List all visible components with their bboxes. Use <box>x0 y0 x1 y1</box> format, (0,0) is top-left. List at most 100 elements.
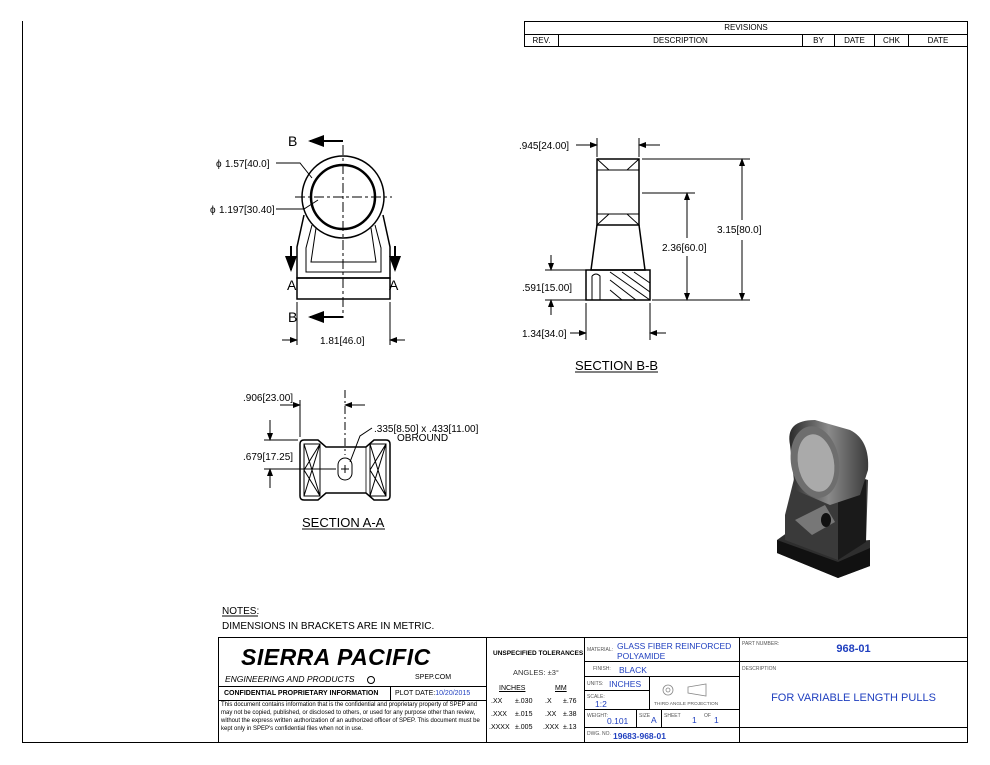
front-view <box>276 135 405 345</box>
tol-row-1-in-val: ±.030 <box>515 698 533 705</box>
dim-bb-top: .945[24.00] <box>519 141 569 152</box>
units-label: UNITS: <box>587 681 604 687</box>
size-value: A <box>651 715 657 725</box>
of-label: OF <box>704 713 711 719</box>
material-line-1: GLASS FIBER REINFORCED <box>617 641 732 651</box>
front-section-a-right: A <box>389 277 399 293</box>
part-number-value: 968-01 <box>836 643 871 655</box>
size-cell: SIZE A <box>637 710 662 728</box>
diameter-symbol-inner: ϕ <box>210 205 216 216</box>
description-label: DESCRIPTION <box>742 666 777 672</box>
tolerances-title: UNSPECIFIED TOLERANCES <box>493 650 584 657</box>
weight-label: WEIGHT: <box>587 713 608 719</box>
plot-date-value: 10/20/2015 <box>435 690 471 697</box>
tol-row-2-in-key: .XXX <box>491 711 507 718</box>
plot-date-label: PLOT DATE: <box>395 690 436 697</box>
rev-col-by: BY <box>803 34 835 47</box>
scale-label: SCALE: <box>587 694 605 700</box>
dim-bb-base: .591[15.00] <box>522 283 572 294</box>
front-section-b-bottom: B <box>288 309 297 325</box>
sheet-value: 1 <box>692 715 697 725</box>
section-bb-view <box>545 138 750 340</box>
notes-title: NOTES: <box>222 606 260 617</box>
company-cell: SIERRA PACIFIC ENGINEERING AND PRODUCTS … <box>219 638 487 686</box>
rev-col-date: DATE <box>835 34 875 47</box>
tol-row-3-mm-key: .XXX <box>543 724 559 731</box>
projection-label: THIRD ANGLE PROJECTION <box>654 702 719 707</box>
weight-value: 0.101 <box>607 716 629 726</box>
company-website: SPEP.COM <box>415 674 452 681</box>
dim-front-width: 1.81[46.0] <box>320 336 365 347</box>
material-cell: MATERIAL: GLASS FIBER REINFORCED POLYAMI… <box>585 638 740 662</box>
dim-bb-total: 3.15[80.0] <box>717 225 762 236</box>
finish-value: BLACK <box>619 665 647 675</box>
dim-aa-slot-label: OBROUND <box>397 433 448 444</box>
front-section-a-left: A <box>287 277 297 293</box>
tol-row-2-in-val: ±.015 <box>515 711 533 718</box>
revisions-title: REVISIONS <box>525 22 967 35</box>
tol-row-3-in-val: ±.005 <box>515 724 533 731</box>
tol-row-1-in-key: .XX <box>491 698 503 705</box>
scale-value: 1:2 <box>595 699 607 709</box>
tol-row-2-mm-key: .XX <box>545 711 557 718</box>
rev-col-chk: CHK <box>875 34 909 47</box>
dim-inner-diameter: 1.197[30.40] <box>219 205 275 216</box>
tolerance-mm-label: MM <box>555 685 567 692</box>
confidential-text: This document contains information that … <box>221 702 480 732</box>
revisions-block: REVISIONS REV. DESCRIPTION BY DATE CHK D… <box>524 21 968 47</box>
diameter-symbol-outer: ϕ <box>216 159 222 170</box>
part-number-cell: PART NUMBER: 968-01 <box>740 638 967 662</box>
plot-date-cell: PLOT DATE:10/20/2015 <box>391 686 487 700</box>
rev-col-rev: REV. <box>525 34 559 47</box>
description-value: FOR VARIABLE LENGTH PULLS <box>771 692 936 704</box>
units-value: INCHES <box>609 679 642 689</box>
scale-cell: SCALE: 1:2 <box>585 691 650 710</box>
tol-row-2-mm-val: ±.38 <box>563 711 577 718</box>
tol-row-1-mm-val: ±.76 <box>563 698 577 705</box>
dim-aa-slot: .335[8.50] x .433[11.00] <box>374 424 479 435</box>
finish-label: FINISH: <box>593 666 611 672</box>
tolerance-angles: ANGLES: ±3° <box>513 668 559 677</box>
tolerance-inches-label: INCHES <box>499 685 526 692</box>
registered-mark <box>367 676 375 684</box>
notes-line-1: DIMENSIONS IN BRACKETS ARE IN METRIC. <box>222 621 435 632</box>
finish-cell: FINISH: BLACK <box>585 662 740 677</box>
material-label: MATERIAL: <box>587 647 614 653</box>
confidential-frame <box>219 700 487 743</box>
section-bb-title: SECTION B-B <box>575 358 658 373</box>
dim-bb-mid: 2.36[60.0] <box>662 243 707 254</box>
dwg-number: 19683-968-01 <box>613 731 666 741</box>
dwg-label: DWG. NO. <box>587 731 611 737</box>
dim-bb-bottom: 1.34[34.0] <box>522 329 567 340</box>
part-number-label: PART NUMBER: <box>742 641 780 647</box>
of-value: 1 <box>714 715 719 725</box>
tol-row-1-mm-key: .X <box>545 698 552 705</box>
units-cell: UNITS: INCHES <box>585 677 650 691</box>
projection-symbol-icon <box>662 683 707 697</box>
dwg-cell: DWG. NO. 19683-968-01 <box>585 728 740 743</box>
sheet-cell: SHEET 1 OF 1 <box>662 710 740 728</box>
weight-cell: WEIGHT: 0.101 <box>585 710 637 728</box>
front-section-b-top: B <box>288 133 297 149</box>
company-name: SIERRA PACIFIC <box>241 644 431 670</box>
rev-col-date2: DATE <box>927 36 949 45</box>
company-subtitle: ENGINEERING AND PRODUCTS <box>225 674 355 684</box>
dim-aa-width: .906[23.00] <box>243 393 293 404</box>
sheet-label: SHEET <box>664 713 681 719</box>
rev-col-description: DESCRIPTION <box>559 34 803 47</box>
projection-cell: THIRD ANGLE PROJECTION <box>650 677 740 710</box>
description-cell: DESCRIPTION FOR VARIABLE LENGTH PULLS <box>740 662 967 728</box>
tol-row-3-mm-val: ±.13 <box>563 724 577 731</box>
section-aa-title: SECTION A-A <box>302 515 385 530</box>
tol-row-3-in-key: .XXXX <box>489 724 510 731</box>
material-line-2: POLYAMIDE <box>617 651 666 661</box>
tolerances-cell: UNSPECIFIED TOLERANCES ANGLES: ±3° INCHE… <box>487 638 585 743</box>
dim-outer-diameter: 1.57[40.0] <box>225 159 270 170</box>
section-aa-view <box>264 390 391 501</box>
confidential-label: CONFIDENTIAL PROPRIETARY INFORMATION <box>219 686 391 700</box>
isometric-view <box>777 420 870 578</box>
size-label: SIZE <box>639 713 651 719</box>
dim-aa-height: .679[17.25] <box>243 452 293 463</box>
title-block: SIERRA PACIFIC ENGINEERING AND PRODUCTS … <box>218 637 968 743</box>
